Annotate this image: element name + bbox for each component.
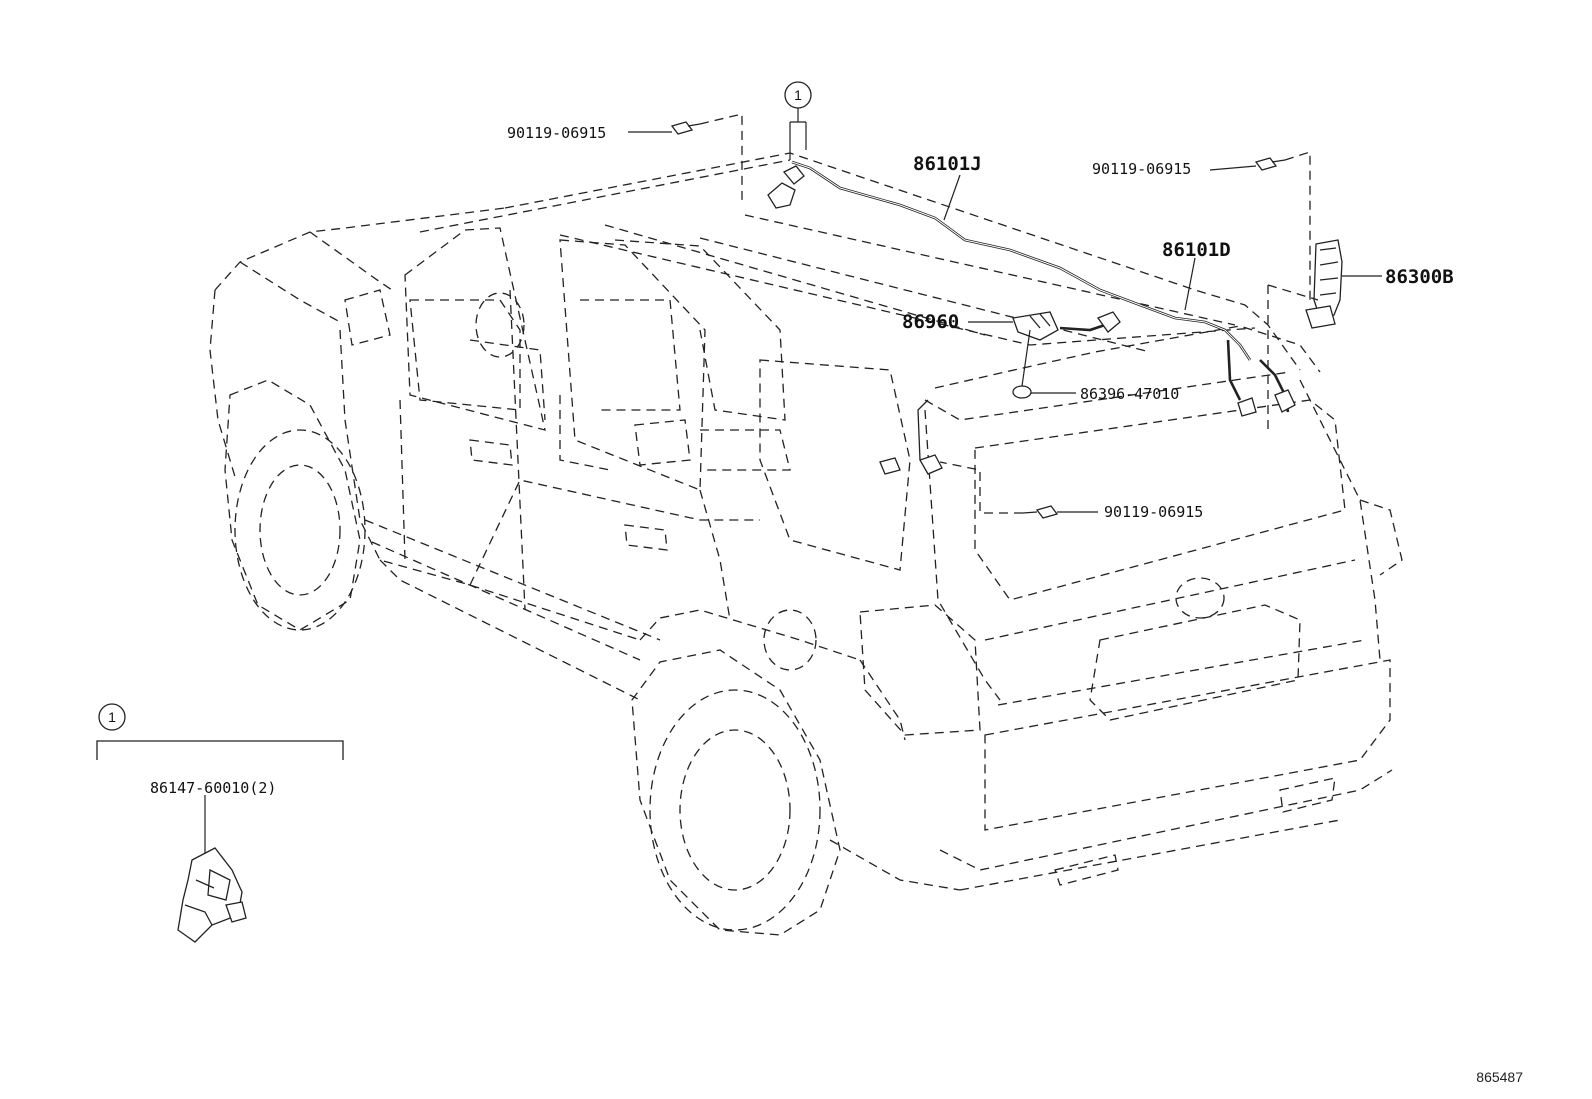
inset-callout: 1: [96, 703, 344, 760]
label-bolt-top-left: 90119-06915: [507, 124, 606, 142]
bolt-mid-icon: [939, 461, 1059, 519]
vehicle-outline: [209, 152, 1403, 936]
label-bolt-top-right: 90119-06915: [1092, 160, 1191, 178]
roof-harness: [767, 160, 1296, 475]
label-inset-part: 86147-60010(2): [150, 779, 276, 797]
label-camera: 86300B: [1385, 266, 1454, 288]
inset-clip-part: [177, 795, 247, 943]
svg-text:1: 1: [794, 87, 802, 103]
bolt-top-left-icon: [670, 113, 743, 201]
label-antenna-pad: 86396-47010: [1080, 385, 1179, 403]
antenna-pad: [1012, 329, 1032, 399]
label-antenna: 86960: [902, 311, 959, 333]
leader-lines: [628, 131, 1382, 513]
label-roof-harness: 86101J: [913, 153, 982, 175]
callout-1-top: 1: [784, 81, 812, 109]
rear-camera: [1267, 239, 1343, 430]
bolt-top-right-icon: [1254, 151, 1311, 300]
label-bolt-mid: 90119-06915: [1104, 503, 1203, 521]
shark-fin-antenna: [1012, 311, 1059, 341]
figure-id: 865487: [1476, 1069, 1523, 1085]
svg-text:1: 1: [108, 709, 116, 725]
callout-link: [789, 108, 807, 160]
label-rear-harness: 86101D: [1162, 239, 1231, 261]
